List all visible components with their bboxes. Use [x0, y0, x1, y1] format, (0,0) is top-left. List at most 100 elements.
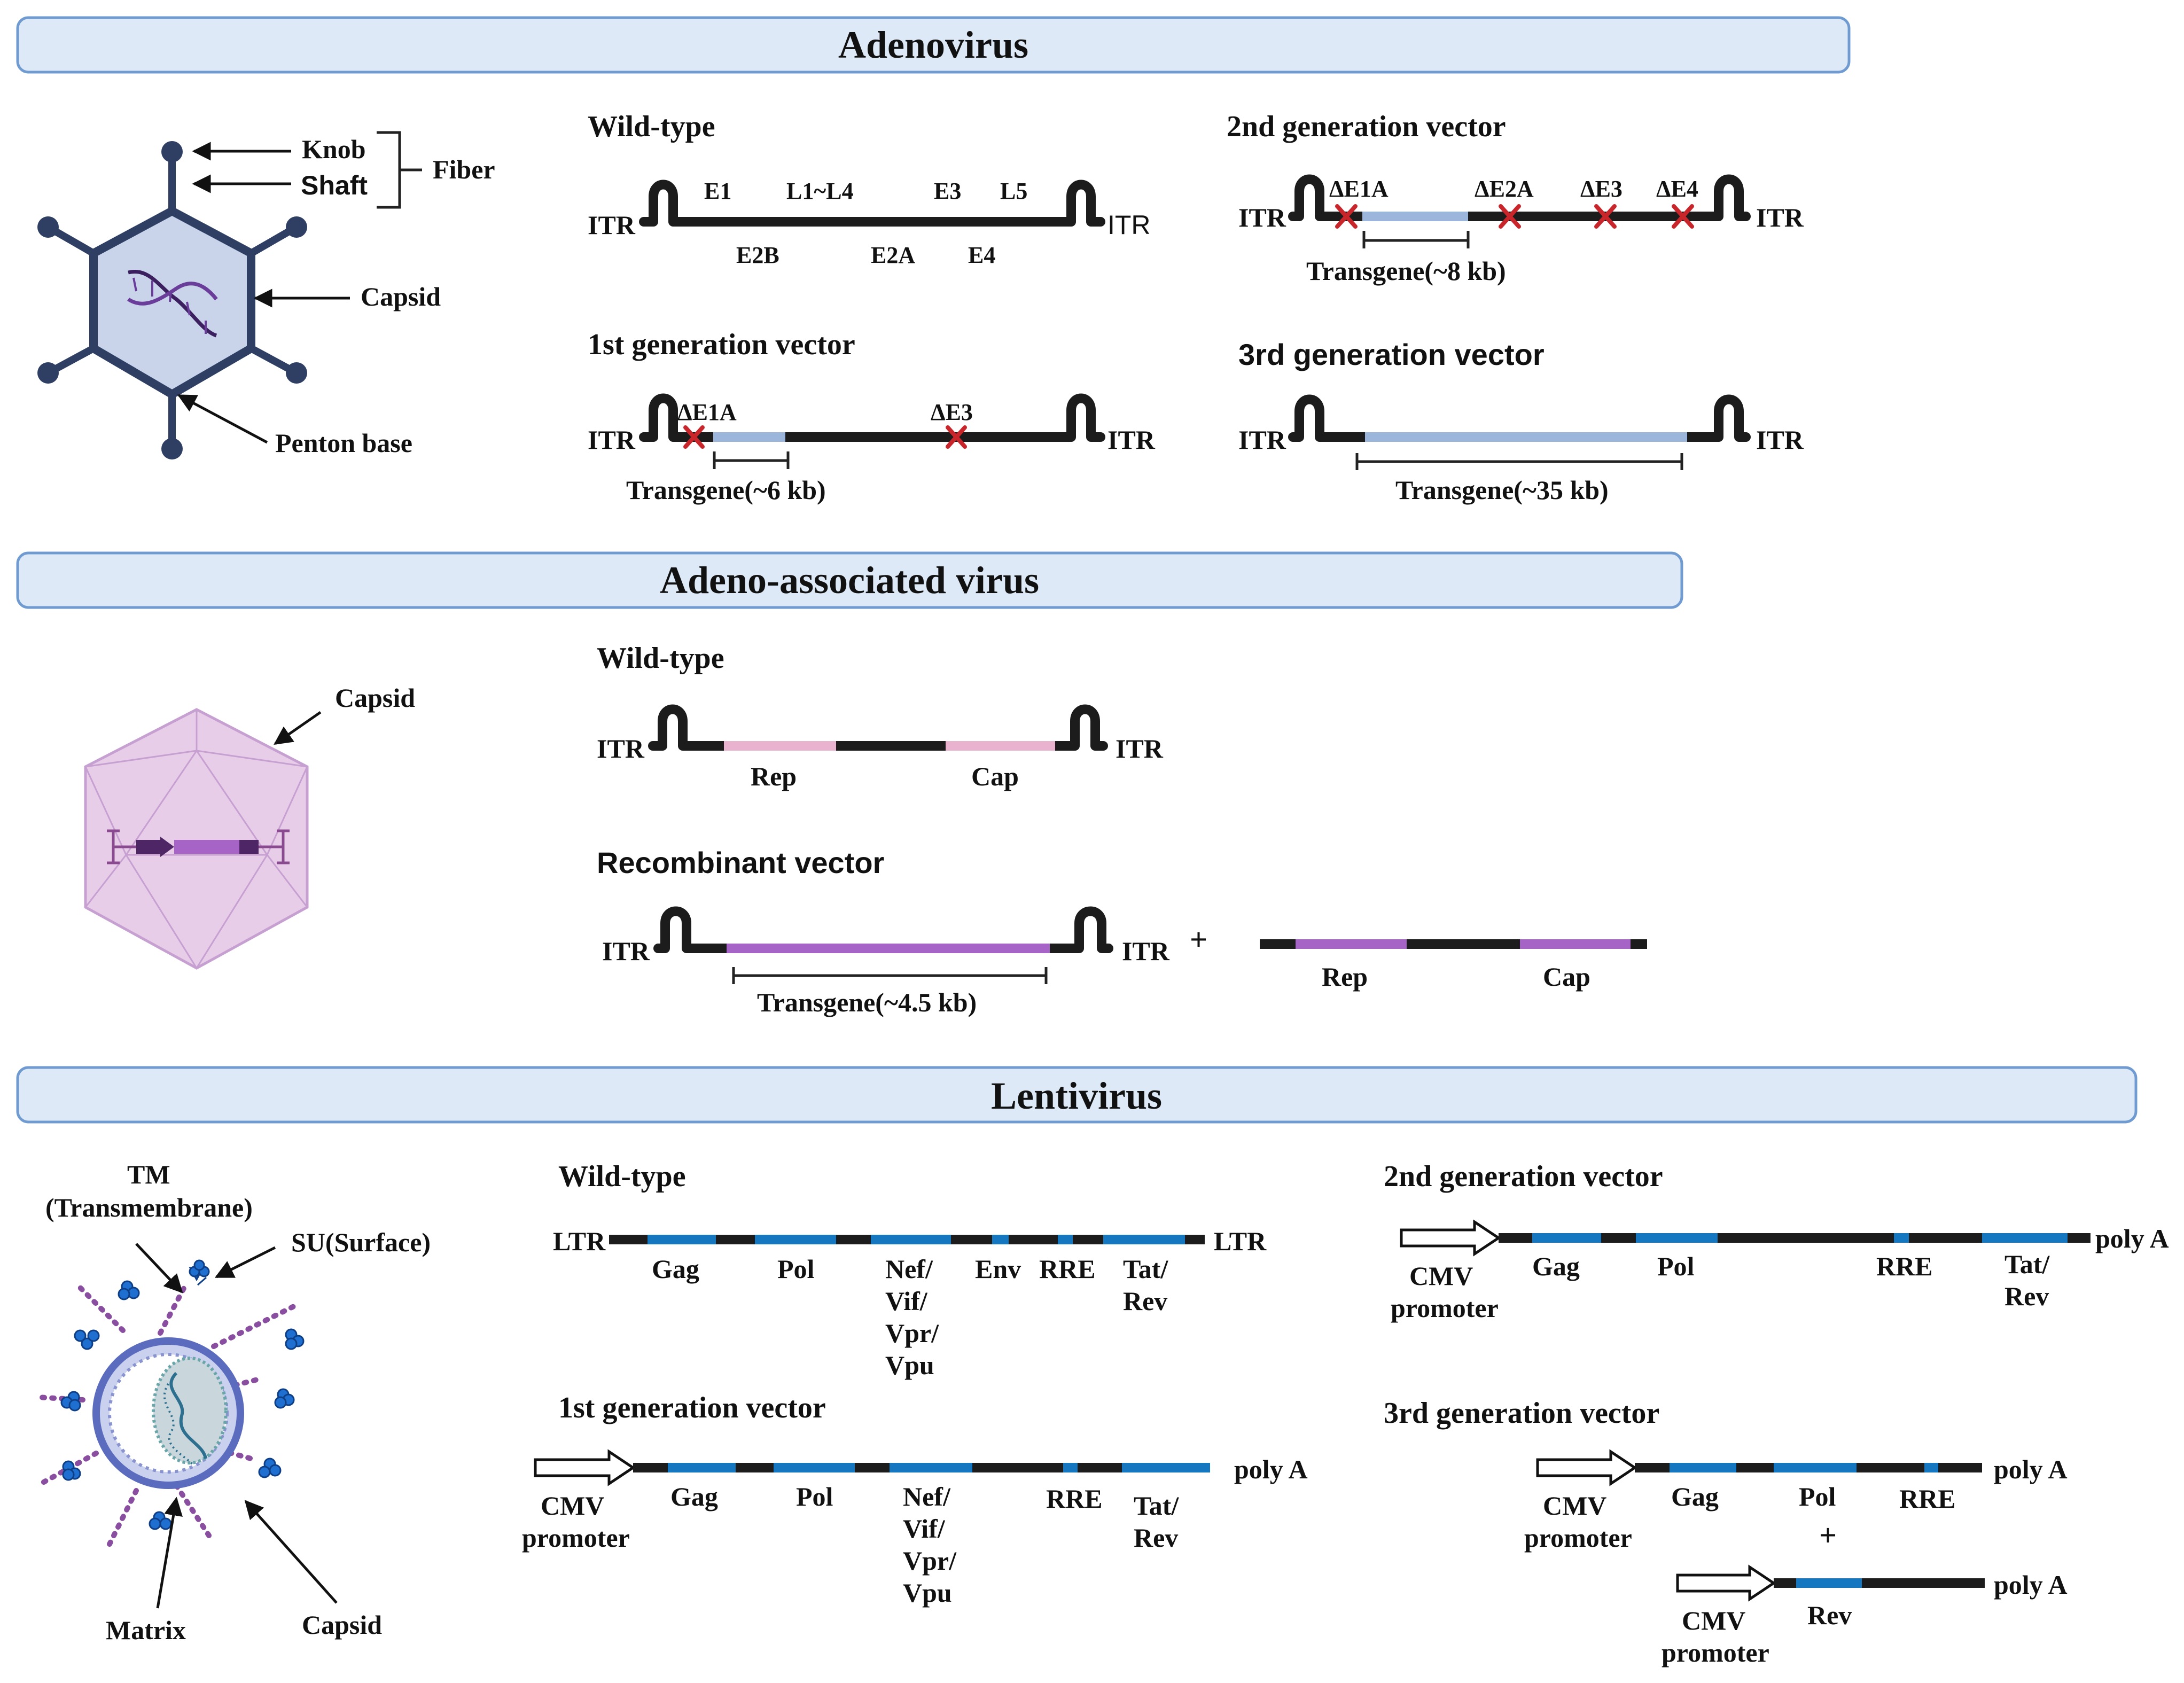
deletion-label: ΔE4 — [1656, 176, 1698, 202]
dna-helix-icon — [127, 270, 218, 338]
gene-label: E4 — [968, 242, 995, 268]
penton-base-label: Penton base — [275, 428, 412, 458]
promoter-label: promoter — [1662, 1638, 1769, 1668]
promoter-label: promoter — [1524, 1523, 1632, 1553]
gene-label: Tat/ — [1123, 1254, 1168, 1284]
gene-label: RRE — [1046, 1484, 1103, 1514]
gene-label: Vpr/ — [885, 1318, 939, 1348]
deletion-x-icon — [1499, 204, 1521, 229]
ltr-label: LTR — [553, 1226, 606, 1256]
lentivirus-title: Lentivirus — [991, 1074, 1162, 1117]
gene-label: Vpr/ — [903, 1546, 957, 1576]
transgene-label: Transgene(~8 kb) — [1306, 256, 1506, 286]
gene-label: E3 — [934, 178, 961, 204]
aav-recombinant-title: Recombinant vector — [597, 846, 884, 879]
gene-label: Rev — [1123, 1286, 1167, 1316]
shaft-label: Shaft — [301, 170, 368, 200]
lenti-capsid-label: Capsid — [302, 1610, 382, 1640]
deletion-x-icon — [1335, 204, 1358, 229]
itr-label: ITR — [1107, 210, 1151, 240]
fiber-label: Fiber — [433, 154, 495, 184]
adeno-3rd-gen-title: 3rd generation vector — [1238, 338, 1545, 371]
gene-label: Gag — [1532, 1251, 1580, 1281]
itr-label: ITR — [602, 936, 650, 966]
gene-label: RRE — [1039, 1254, 1096, 1284]
plus-sign: + — [1190, 922, 1207, 957]
gene-label: Gag — [1671, 1482, 1719, 1511]
adenovirus-section: Adenovirus — [16, 16, 1851, 505]
adeno-third-gen-diagram: 3rd generation vector ITR ITR Transgene(… — [1238, 338, 1804, 505]
lenti-wild-type-diagram: Wild-type LTR LTR Gag Pol Nef/ Vif/ Vpr/… — [553, 1160, 1267, 1380]
gene-label: Vpu — [903, 1578, 952, 1608]
lenti-third-gen-diagram: 3rd generation vector poly A CMV promote… — [1384, 1397, 2068, 1668]
aav-title: Adeno-associated virus — [660, 559, 1039, 602]
gene-label: Vif/ — [885, 1286, 928, 1316]
deletion-x-icon — [946, 425, 967, 449]
knob-label: Knob — [302, 134, 366, 164]
transgene-label: Transgene(~4.5 kb) — [757, 987, 977, 1017]
lenti-2nd-gen-title: 2nd generation vector — [1384, 1160, 1663, 1193]
tm-full-label: (Transmembrane) — [45, 1193, 253, 1222]
deletion-x-icon — [1594, 204, 1617, 229]
aav-wild-type-diagram: Wild-type ITR ITR Rep Cap — [597, 642, 1164, 791]
aav-wt-title: Wild-type — [597, 642, 724, 675]
itr-label: ITR — [1756, 425, 1804, 455]
adeno-wild-type-diagram: Wild-type ITR ITR E1 L1~L4 E3 L5 E2B E2A… — [588, 110, 1151, 268]
deletion-label: ΔE1A — [1329, 176, 1389, 202]
adenovirus-virion — [37, 141, 307, 459]
promoter-label: CMV — [541, 1491, 604, 1521]
ltr-label: LTR — [1214, 1226, 1267, 1256]
gene-label: Rev — [1807, 1600, 1852, 1630]
transgene-label: Transgene(~6 kb) — [626, 475, 826, 505]
gene-label: L1~L4 — [786, 178, 854, 204]
gene-label: Pol — [1657, 1251, 1695, 1281]
aav-section: Adeno-associated virus — [16, 551, 1683, 1017]
promoter-arrow-icon — [534, 1449, 636, 1486]
poly-a-label: poly A — [1994, 1570, 2068, 1600]
gene-label: E2B — [736, 242, 779, 268]
gene-label: Rev — [2004, 1281, 2049, 1311]
gene-label: Vpu — [885, 1350, 934, 1380]
gene-label: Rep — [751, 761, 797, 791]
promoter-label: CMV — [1409, 1261, 1473, 1291]
adenovirus-banner — [16, 16, 1851, 74]
plus-sign: + — [1819, 1518, 1837, 1553]
promoter-arrow-icon — [1676, 1564, 1776, 1602]
poly-a-label: poly A — [1234, 1454, 1308, 1484]
aav-capsid-label: Capsid — [335, 683, 415, 713]
gene-label: Nef/ — [903, 1482, 951, 1511]
tm-label: TM — [127, 1159, 170, 1189]
gene-label: RRE — [1876, 1251, 1933, 1281]
adeno-wt-title: Wild-type — [588, 110, 715, 143]
gene-label: Gag — [652, 1254, 699, 1284]
lenti-3rd-gen-title: 3rd generation vector — [1384, 1397, 1659, 1430]
promoter-label: CMV — [1543, 1491, 1606, 1521]
aav-genome-icon — [107, 829, 290, 864]
itr-label: ITR — [1238, 202, 1286, 232]
itr-label: ITR — [588, 425, 636, 455]
lenti-1st-gen-title: 1st generation vector — [558, 1391, 826, 1424]
gene-label: RRE — [1899, 1484, 1956, 1514]
aav-recombinant-diagram: Recombinant vector ITR ITR + Transgene(~… — [597, 846, 1647, 1017]
itr-label: ITR — [1122, 936, 1170, 966]
deletion-label: ΔE2A — [1475, 176, 1534, 202]
deletion-label: ΔE3 — [931, 399, 973, 425]
gene-label: L5 — [1000, 178, 1027, 204]
adeno-second-gen-diagram: 2nd generation vector ΔE1A ΔE2A ΔE3 ΔE4 … — [1227, 110, 1804, 286]
itr-label: ITR — [1756, 202, 1804, 232]
poly-a-label: poly A — [1994, 1454, 2068, 1484]
gene-label: Cap — [1543, 962, 1590, 992]
promoter-arrow-icon — [1400, 1219, 1501, 1257]
lenti-first-gen-diagram: 1st generation vector poly A CMV promote… — [522, 1391, 1308, 1608]
itr-label: ITR — [1107, 425, 1156, 455]
gene-label: Pol — [796, 1482, 833, 1511]
gene-label: Pol — [777, 1254, 815, 1284]
promoter-label: promoter — [522, 1523, 630, 1553]
gene-label: Tat/ — [1134, 1491, 1179, 1521]
itr-label: ITR — [588, 210, 636, 240]
su-label: SU(Surface) — [291, 1227, 431, 1257]
lentivirus-banner — [16, 1066, 2138, 1124]
lenti-second-gen-diagram: 2nd generation vector poly A CMV promote… — [1384, 1160, 2169, 1323]
adeno-2nd-gen-title: 2nd generation vector — [1227, 110, 1506, 143]
itr-label: ITR — [1238, 425, 1286, 455]
